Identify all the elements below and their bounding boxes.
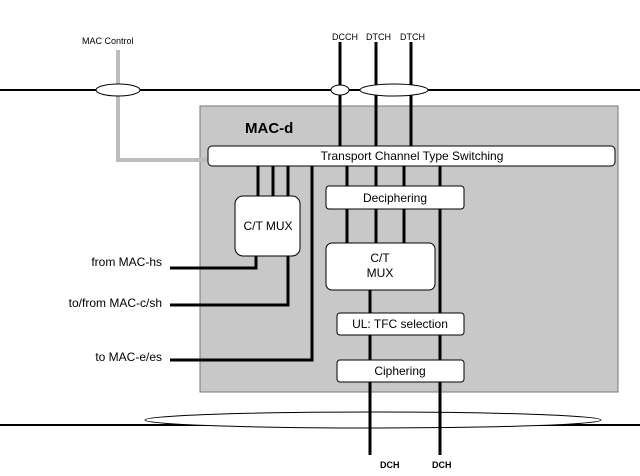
deciphering-label: Deciphering: [363, 191, 427, 205]
mac-control-label: MAC Control: [82, 36, 134, 46]
bottom-channel-label-dch-2: DCH: [432, 460, 452, 470]
ct-mux-center-label-line1: C/T: [370, 251, 390, 265]
tfc-selection-label: UL: TFC selection: [352, 317, 448, 331]
deciphering-block: [325, 185, 465, 210]
ciphering-label: Ciphering: [374, 364, 425, 378]
to-mac-e-es-label: to MAC-e/es: [95, 350, 162, 364]
tcts-label: Transport Channel Type Switching: [321, 149, 504, 163]
tcts-block: [207, 145, 616, 167]
ct-mux-left-block: [234, 195, 301, 257]
dcch-sap-ellipse: [330, 84, 350, 96]
to-from-mac-c-sh-label: to/from MAC-c/sh: [69, 296, 162, 310]
ct-mux-left-label: C/T MUX: [243, 219, 292, 233]
to-from-mac-c-sh-line: [170, 256, 290, 307]
bottom-sap-ellipse: [144, 411, 602, 429]
ct-mux-center-block: [325, 242, 436, 291]
to-mac-e-es-line: [170, 166, 314, 362]
dtch-sap-ellipse: [359, 83, 429, 97]
bottom-channel-label-dch-1: DCH: [380, 460, 400, 470]
from-mac-hs-label: from MAC-hs: [91, 255, 162, 269]
top-channel-label-dtch-2: DTCH: [400, 32, 425, 42]
ciphering-block: [336, 359, 465, 383]
from-mac-hs-line: [170, 256, 258, 270]
tfc-selection-block: [336, 312, 465, 336]
top-channel-label-dcch: DCCH: [332, 32, 358, 42]
top-channel-label-dtch-1: DTCH: [366, 32, 391, 42]
ct-mux-center-label-line2: MUX: [367, 266, 394, 280]
mac-d-title: MAC-d: [245, 120, 293, 137]
mac-control-sap-ellipse: [95, 83, 141, 97]
mac-control-line: [116, 50, 208, 162]
